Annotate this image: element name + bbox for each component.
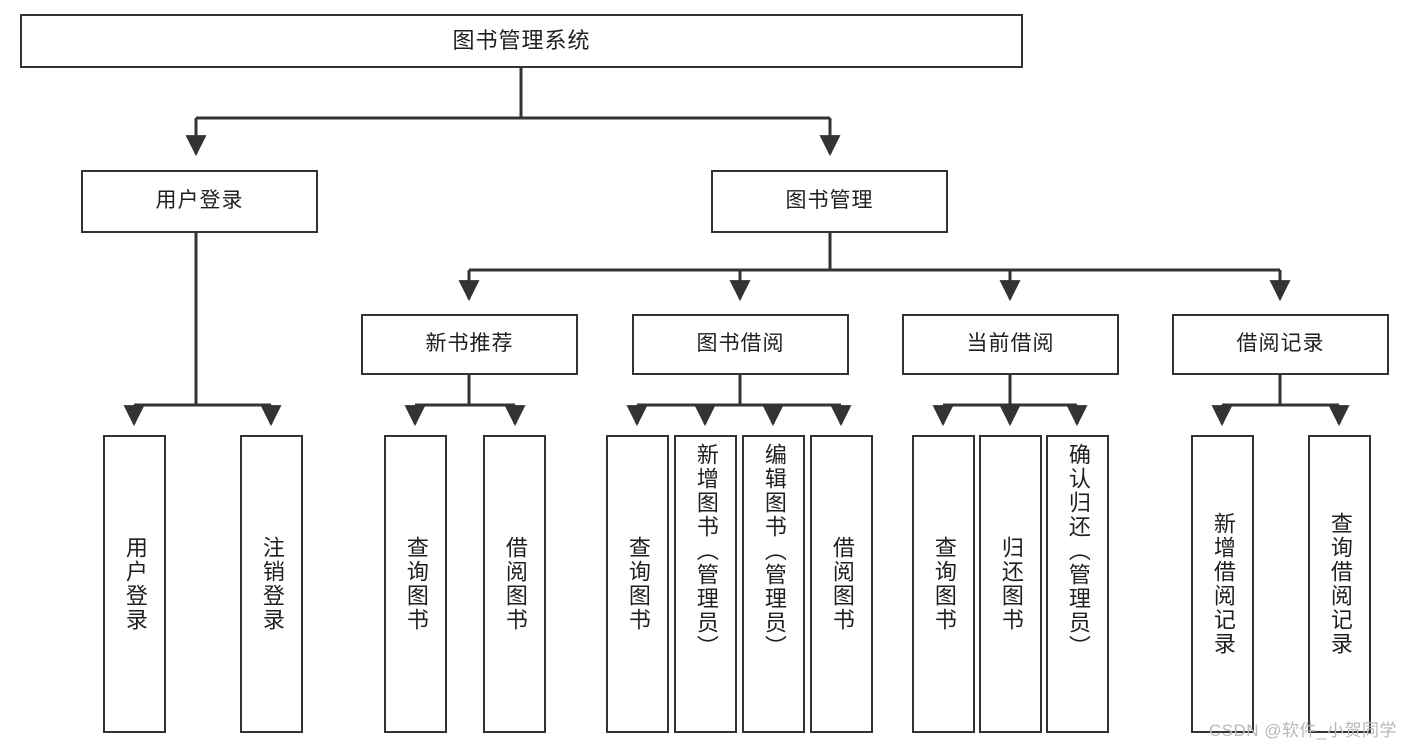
leaf-return-book[interactable]: 归还图书 <box>979 435 1042 733</box>
node-book-borrow[interactable]: 图书借阅 <box>632 314 849 375</box>
leaf-edit-book-admin[interactable]: 编辑图书（管理员） <box>742 435 805 733</box>
node-label: 用户登录 <box>155 189 244 213</box>
node-label: 确认归还（管理员） <box>1065 443 1091 659</box>
node-label: 图书借阅 <box>696 332 785 356</box>
node-label: 查询图书 <box>931 536 957 632</box>
node-new-book-recommend[interactable]: 新书推荐 <box>361 314 578 375</box>
node-root[interactable]: 图书管理系统 <box>20 14 1023 68</box>
csdn-watermark: CSDN @软件_小贺同学 <box>1208 721 1397 740</box>
node-label: 新增借阅记录 <box>1210 512 1236 656</box>
leaf-borrow-book-recommend[interactable]: 借阅图书 <box>483 435 546 733</box>
leaf-borrow-book[interactable]: 借阅图书 <box>810 435 873 733</box>
node-label: 借阅记录 <box>1236 332 1325 356</box>
node-label: 借阅图书 <box>502 536 528 632</box>
node-label: 图书管理 <box>785 189 874 213</box>
leaf-query-book-borrow[interactable]: 查询图书 <box>606 435 669 733</box>
node-label: 编辑图书（管理员） <box>761 443 787 659</box>
leaf-query-book-current[interactable]: 查询图书 <box>912 435 975 733</box>
node-label: 当前借阅 <box>966 332 1055 356</box>
node-user-login[interactable]: 用户登录 <box>81 170 318 233</box>
node-book-management[interactable]: 图书管理 <box>711 170 948 233</box>
node-label: 图书管理系统 <box>452 28 591 54</box>
leaf-user-login[interactable]: 用户登录 <box>103 435 166 733</box>
leaf-add-book-admin[interactable]: 新增图书（管理员） <box>674 435 737 733</box>
leaf-logout-login[interactable]: 注销登录 <box>240 435 303 733</box>
node-label: 新书推荐 <box>425 332 514 356</box>
node-label: 新增图书（管理员） <box>693 443 719 659</box>
node-label: 归还图书 <box>998 536 1024 632</box>
node-current-borrow[interactable]: 当前借阅 <box>902 314 1119 375</box>
node-label: 借阅图书 <box>829 536 855 632</box>
node-label: 用户登录 <box>122 536 148 632</box>
leaf-confirm-return-admin[interactable]: 确认归还（管理员） <box>1046 435 1109 733</box>
node-label: 查询图书 <box>625 536 651 632</box>
leaf-query-book-recommend[interactable]: 查询图书 <box>384 435 447 733</box>
node-label: 注销登录 <box>259 536 285 632</box>
leaf-query-borrow-record[interactable]: 查询借阅记录 <box>1308 435 1371 733</box>
node-label: 查询借阅记录 <box>1327 512 1353 656</box>
node-label: 查询图书 <box>403 536 429 632</box>
leaf-add-borrow-record[interactable]: 新增借阅记录 <box>1191 435 1254 733</box>
node-borrow-record[interactable]: 借阅记录 <box>1172 314 1389 375</box>
